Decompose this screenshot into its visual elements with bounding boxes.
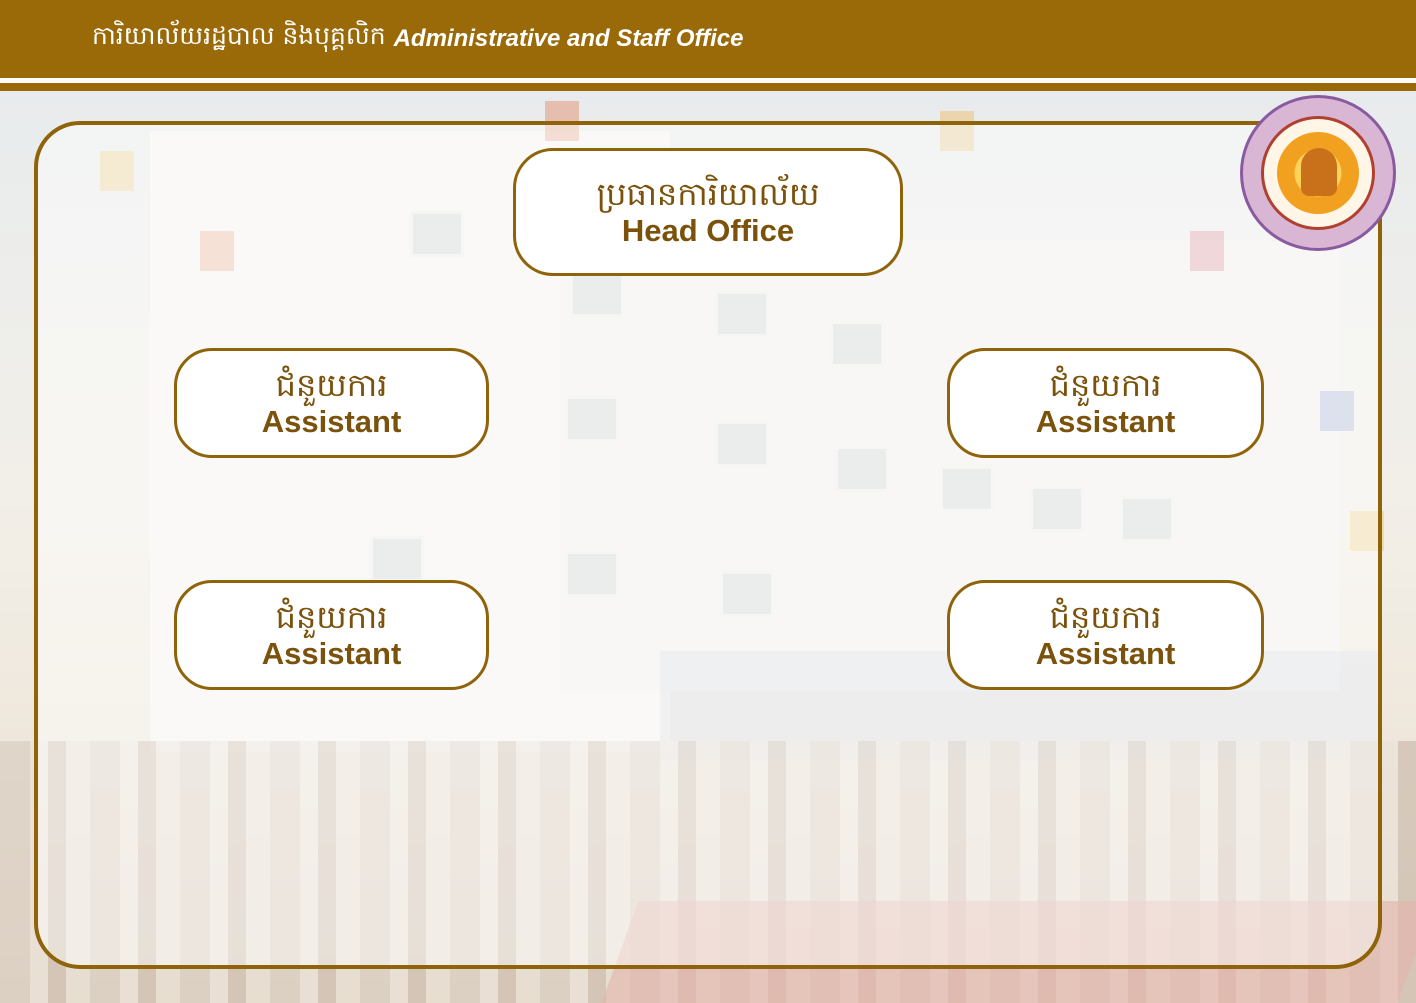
page-title-khmer: ការិយាល័យរដ្ឋបាល និងបុគ្គលិក bbox=[92, 21, 386, 50]
head-office-label-english: Head Office bbox=[621, 213, 795, 248]
header-divider-gold bbox=[0, 83, 1416, 91]
assistant-node-bottom-right: ជំនួយការ Assistant bbox=[947, 580, 1264, 690]
page-title-english: Administrative and Staff Office bbox=[393, 25, 744, 52]
buddhist-seal-logo-icon bbox=[1240, 95, 1396, 251]
header-divider-white bbox=[0, 78, 1416, 83]
assistant-label-english: Assistant bbox=[261, 404, 402, 439]
assistant-node-bottom-left: ជំនួយការ Assistant bbox=[174, 580, 489, 690]
head-office-label-khmer: ប្រធានការិយាល័យ bbox=[596, 175, 820, 213]
assistant-label-khmer: ជំនួយការ bbox=[1049, 366, 1162, 404]
assistant-label-khmer: ជំនួយការ bbox=[1049, 598, 1162, 636]
assistant-label-english: Assistant bbox=[261, 636, 402, 671]
head-office-node: ប្រធានការិយាល័យ Head Office bbox=[513, 148, 903, 276]
assistant-node-top-left: ជំនួយការ Assistant bbox=[174, 348, 489, 458]
assistant-label-english: Assistant bbox=[1035, 636, 1176, 671]
assistant-node-top-right: ជំនួយការ Assistant bbox=[947, 348, 1264, 458]
assistant-label-english: Assistant bbox=[1035, 404, 1176, 439]
page-title: ការិយាល័យរដ្ឋបាល និងបុគ្គលិក Administrat… bbox=[92, 0, 743, 78]
header-bar: ការិយាល័យរដ្ឋបាល និងបុគ្គលិក Administrat… bbox=[0, 0, 1416, 78]
assistant-label-khmer: ជំនួយការ bbox=[275, 366, 388, 404]
assistant-label-khmer: ជំនួយការ bbox=[275, 598, 388, 636]
